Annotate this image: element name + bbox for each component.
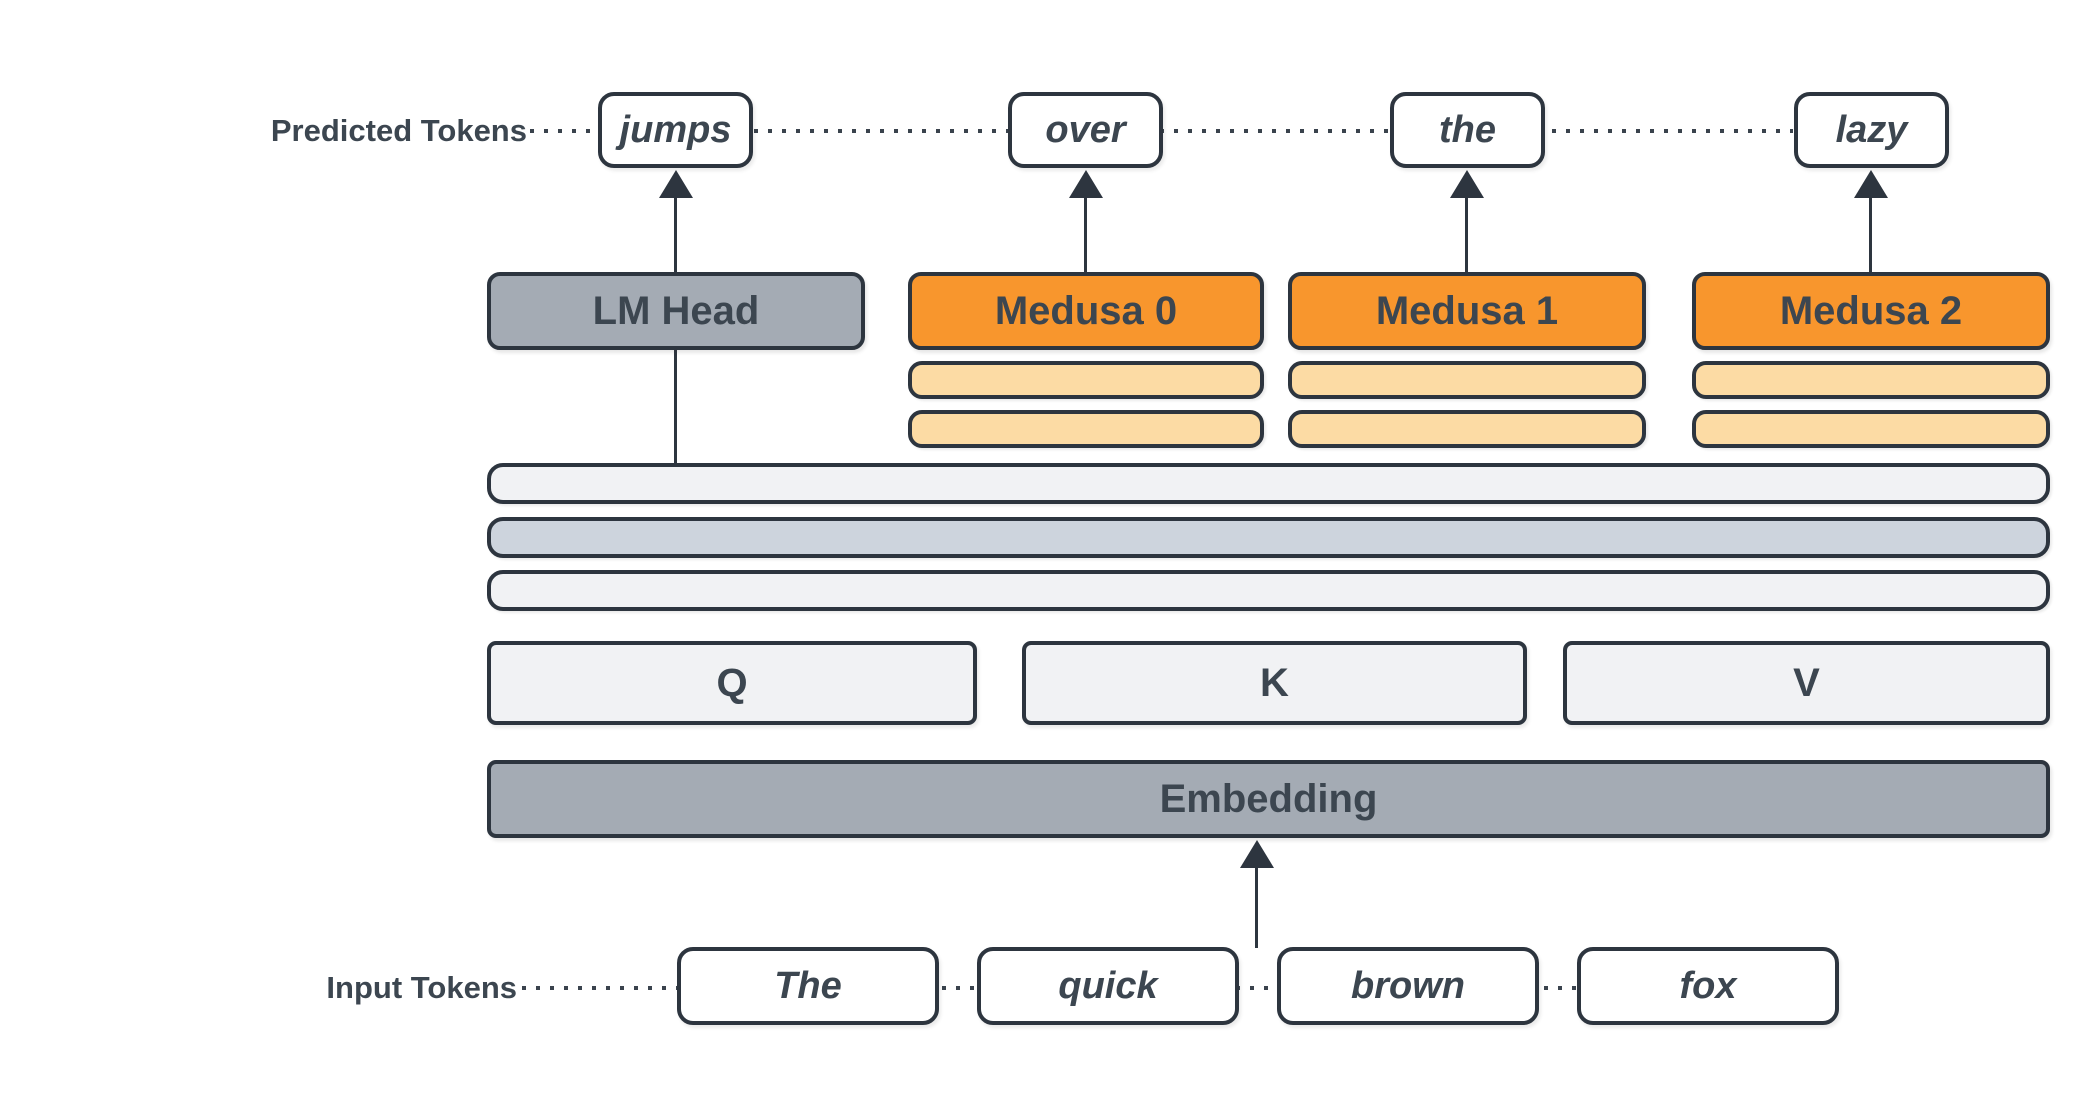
medusa-residual-bar [1692, 410, 2050, 448]
input-token: quick [977, 947, 1239, 1025]
medusa-residual-bar [1288, 361, 1646, 399]
medusa-head-box: Medusa 2 [1692, 272, 2050, 350]
medusa-residual-bar [908, 361, 1264, 399]
medusa-residual-bar [908, 410, 1264, 448]
predicted-token: jumps [598, 92, 753, 168]
predicted-token: over [1008, 92, 1163, 168]
arrow-stem [1869, 196, 1872, 272]
arrow-stem [1084, 196, 1087, 272]
medusa-head-box: Medusa 1 [1288, 272, 1646, 350]
input-token: The [677, 947, 939, 1025]
transformer-layer-bar [487, 570, 2050, 611]
lm-head-box: LM Head [487, 272, 865, 350]
medusa-head-box: Medusa 0 [908, 272, 1264, 350]
input-tokens-label: Input Tokens [326, 970, 517, 1005]
up-arrow-icon [1854, 170, 1888, 198]
up-arrow-icon [1450, 170, 1484, 198]
transformer-layer-bar [487, 463, 2050, 504]
k-box: K [1022, 641, 1527, 725]
medusa-residual-bar [1692, 361, 2050, 399]
backbone-to-lm-head-line [674, 350, 677, 463]
v-box: V [1563, 641, 2050, 725]
predicted-token: lazy [1794, 92, 1949, 168]
q-box: Q [487, 641, 977, 725]
up-arrow-icon [1069, 170, 1103, 198]
arrow-stem [674, 196, 677, 272]
up-arrow-icon [1240, 840, 1274, 868]
input-token: fox [1577, 947, 1839, 1025]
predicted-tokens-label: Predicted Tokens [270, 113, 527, 148]
transformer-layer-bar [487, 517, 2050, 558]
predicted-token: the [1390, 92, 1545, 168]
up-arrow-icon [659, 170, 693, 198]
arrow-stem [1465, 196, 1468, 272]
arrow-stem [1255, 866, 1258, 948]
embedding-bar: Embedding [487, 760, 2050, 838]
medusa-residual-bar [1288, 410, 1646, 448]
input-token: brown [1277, 947, 1539, 1025]
